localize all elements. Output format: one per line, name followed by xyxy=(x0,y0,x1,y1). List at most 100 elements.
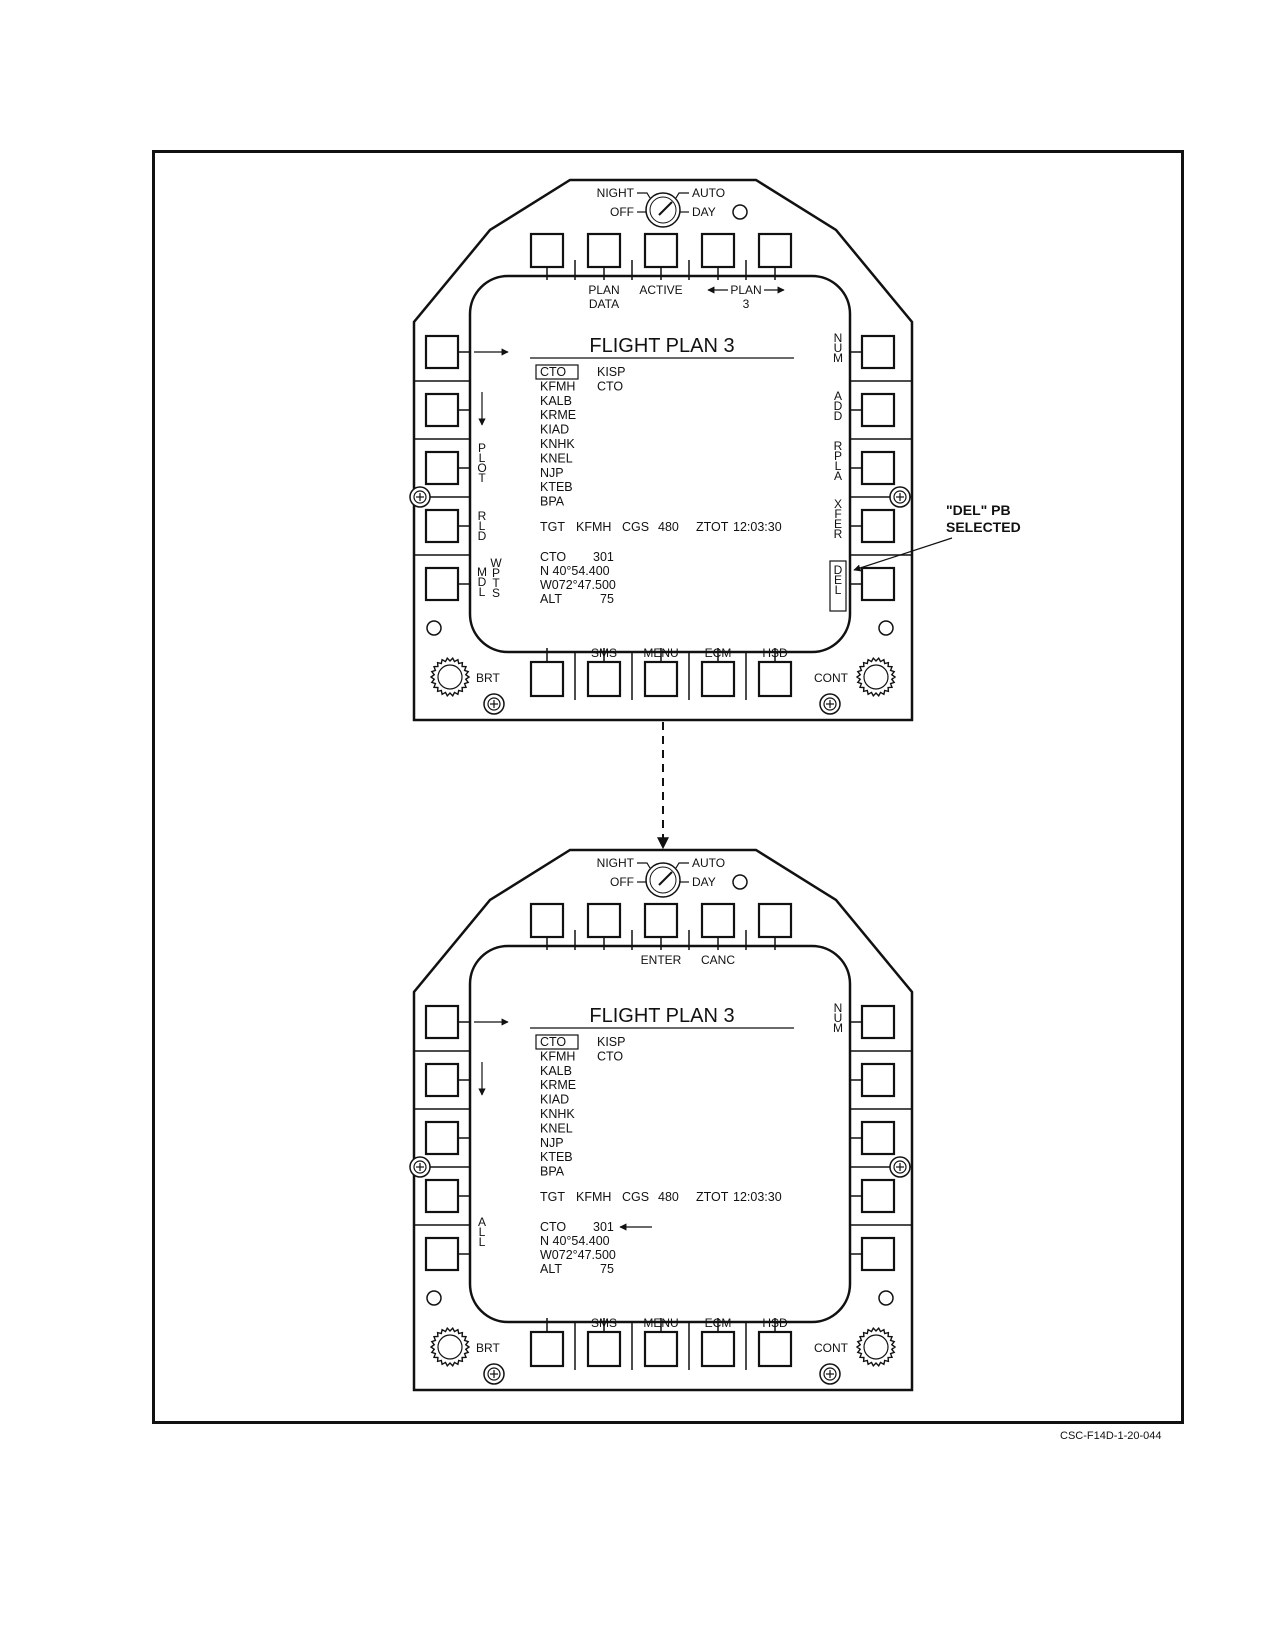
svg-text:L: L xyxy=(835,459,842,473)
waypoint-item: KNHK xyxy=(540,437,575,451)
knob-label-night: NIGHT xyxy=(597,856,635,870)
waypoint-item: KTEB xyxy=(540,480,573,494)
ztot-value: 12:03:30 xyxy=(733,1190,782,1204)
top-label-plan-data-line2: DATA xyxy=(589,297,619,311)
detail-name-value: 301 xyxy=(593,550,614,564)
waypoint-item: KNEL xyxy=(540,451,573,465)
waypoint-cursor xyxy=(535,364,579,380)
top-pushbutton-1[interactable] xyxy=(529,902,565,939)
knob-label-day: DAY xyxy=(692,875,716,889)
svg-text:T: T xyxy=(478,471,486,485)
bottom-pushbutton-4[interactable] xyxy=(700,660,736,698)
top-pushbutton-4[interactable] xyxy=(700,232,736,269)
bottom-label-hsd: HSD xyxy=(762,646,788,660)
top-pushbutton-1[interactable] xyxy=(529,232,565,269)
detail-name: CTO xyxy=(540,1220,566,1234)
top-pushbutton-5[interactable] xyxy=(757,232,793,269)
brt-knob[interactable] xyxy=(429,1327,471,1367)
bottom-pushbutton-4[interactable] xyxy=(700,1330,736,1368)
left-pushbutton-1[interactable] xyxy=(424,1004,460,1040)
left-pushbutton-2[interactable] xyxy=(424,392,460,428)
detail-longitude: W072°47.500 xyxy=(540,1248,616,1262)
right-pushbutton-4[interactable] xyxy=(860,508,896,544)
svg-text:A: A xyxy=(834,389,842,403)
bottom-pushbutton-1[interactable] xyxy=(529,1330,565,1368)
screw-bottom-right xyxy=(819,1363,841,1385)
bottom-pushbutton-2[interactable] xyxy=(586,1330,622,1368)
tgt-value: KFMH xyxy=(576,520,611,534)
bottom-pushbutton-3[interactable] xyxy=(643,1330,679,1368)
brt-knob[interactable] xyxy=(429,657,471,697)
waypoint-item: NJP xyxy=(540,466,564,480)
svg-text:L: L xyxy=(479,519,486,533)
knob-label-night: NIGHT xyxy=(597,186,635,200)
top-pushbutton-3[interactable] xyxy=(643,232,679,269)
waypoint-item: CTO xyxy=(540,1035,566,1049)
mode-knob[interactable] xyxy=(645,862,681,898)
right-pushbutton-4[interactable] xyxy=(860,1178,896,1214)
right-pushbutton-2[interactable] xyxy=(860,1062,896,1098)
bottom-pushbutton-5[interactable] xyxy=(757,660,793,698)
top-pushbutton-2[interactable] xyxy=(586,902,622,939)
knob-label-auto: AUTO xyxy=(692,186,725,200)
svg-text:U: U xyxy=(834,341,843,355)
detail-alt-label: ALT xyxy=(540,592,562,606)
right-pushbutton-3[interactable] xyxy=(860,450,896,486)
mode-knob[interactable] xyxy=(645,192,681,228)
left-pushbutton-3[interactable] xyxy=(424,450,460,486)
right-pushbutton-1[interactable] xyxy=(860,1004,896,1040)
left-pushbutton-5[interactable] xyxy=(424,566,460,602)
figure-frame xyxy=(152,150,1184,1424)
right-pushbutton-5[interactable] xyxy=(860,566,896,602)
left-pushbutton-2[interactable] xyxy=(424,1062,460,1098)
bottom-label-sms: SMS xyxy=(591,1316,617,1330)
right-pushbutton-5[interactable] xyxy=(860,1236,896,1272)
figure-id: CSC-F14D-1-20-044 xyxy=(1060,1430,1162,1442)
waypoint-item: KALB xyxy=(540,1064,572,1078)
svg-text:X: X xyxy=(834,497,842,511)
bottom-pushbutton-5[interactable] xyxy=(757,1330,793,1368)
callout-leader-arrow xyxy=(853,537,953,572)
route-point-item: KISP xyxy=(597,1035,626,1049)
screw-bottom-left xyxy=(483,693,505,715)
page-title: FLIGHT PLAN 3 xyxy=(589,335,734,357)
top-label-active: ACTIVE xyxy=(639,283,682,297)
left-label-mdl: MDL xyxy=(477,565,487,599)
right-pushbutton-3[interactable] xyxy=(860,1120,896,1156)
cont-knob[interactable] xyxy=(855,1327,897,1367)
bottom-pushbutton-2[interactable] xyxy=(586,660,622,698)
route-point-item: CTO xyxy=(597,379,623,393)
right-pushbutton-1[interactable] xyxy=(860,334,896,370)
top-pushbutton-3[interactable] xyxy=(643,902,679,939)
svg-text:U: U xyxy=(834,1011,843,1025)
ztot-label: ZTOT xyxy=(696,1190,729,1204)
svg-text:E: E xyxy=(834,517,842,531)
del-highlight-box xyxy=(829,560,847,612)
svg-text:A: A xyxy=(834,469,842,483)
top-pushbutton-5[interactable] xyxy=(757,902,793,939)
svg-text:L: L xyxy=(479,451,486,465)
right-label-add: ADD xyxy=(834,389,843,423)
bottom-pushbutton-3[interactable] xyxy=(643,660,679,698)
top-pushbutton-2[interactable] xyxy=(586,232,622,269)
top-pushbutton-4[interactable] xyxy=(700,902,736,939)
left-pushbutton-5[interactable] xyxy=(424,1236,460,1272)
left-label-rld: RLD xyxy=(478,509,487,543)
cont-knob[interactable] xyxy=(855,657,897,697)
svg-text:T: T xyxy=(492,576,500,590)
detail-longitude: W072°47.500 xyxy=(540,578,616,592)
screw-left xyxy=(409,486,431,508)
callout-line-2: SELECTED xyxy=(946,519,1021,535)
right-pushbutton-2[interactable] xyxy=(860,392,896,428)
cont-label: CONT xyxy=(814,1341,849,1355)
left-pushbutton-3[interactable] xyxy=(424,1120,460,1156)
left-pushbutton-4[interactable] xyxy=(424,508,460,544)
bottom-pushbutton-1[interactable] xyxy=(529,660,565,698)
svg-text:N: N xyxy=(834,331,843,345)
left-pushbutton-4[interactable] xyxy=(424,1178,460,1214)
left-pushbutton-1[interactable] xyxy=(424,334,460,370)
light-sensor xyxy=(732,204,748,220)
